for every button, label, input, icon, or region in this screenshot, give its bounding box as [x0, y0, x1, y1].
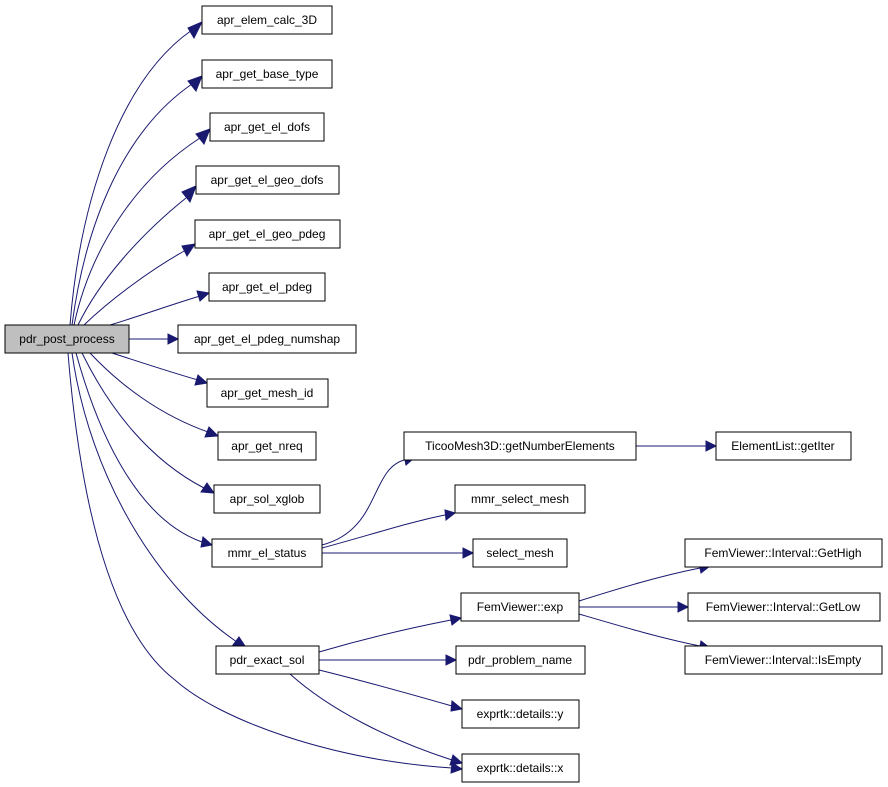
node-apr-get-mesh-id[interactable]: apr_get_mesh_id: [206, 378, 329, 408]
node-label: apr_get_el_geo_dofs: [211, 173, 324, 187]
call-edge-root-to-n1: [69, 21, 204, 326]
call-edge-n14-to-n15: [636, 440, 718, 452]
arrowhead: [187, 21, 204, 40]
arrowhead: [462, 547, 475, 559]
node-exprtk-details-x[interactable]: exprtk::details::x: [461, 753, 580, 783]
node-apr-get-el-pdeg[interactable]: apr_get_el_pdeg: [208, 272, 326, 302]
node-apr-get-el-geo-pdeg[interactable]: apr_get_el_geo_pdeg: [194, 219, 341, 249]
node-apr-get-el-dofs[interactable]: apr_get_el_dofs: [209, 112, 325, 142]
call-edge-n18-to-n20: [579, 601, 690, 613]
node-label: pdr_exact_sol: [230, 653, 305, 667]
node-label: TicooMesh3D::getNumberElements: [425, 439, 615, 453]
arrowhead: [194, 374, 209, 386]
node-pdr-post-process[interactable]: pdr_post_process: [4, 324, 130, 354]
node-label: apr_get_mesh_id: [221, 386, 314, 400]
call-edge-root-to-n9: [89, 352, 220, 438]
node-label: pdr_problem_name: [468, 653, 572, 667]
call-edge-root-to-n3: [73, 128, 211, 326]
node-femviewer-interval-isempty[interactable]: FemViewer::Interval::IsEmpty: [684, 645, 883, 675]
node-label: ElementList::getIter: [731, 439, 834, 453]
arrowhead: [445, 654, 458, 666]
call-edge-root-to-n4: [77, 185, 197, 326]
arrowhead: [232, 636, 246, 647]
call-edge-n12-to-n18: [318, 614, 463, 653]
node-label: FemViewer::Interval::IsEmpty: [705, 653, 862, 667]
node-label: apr_elem_calc_3D: [217, 13, 317, 27]
node-label: apr_sol_xglob: [230, 492, 305, 506]
call-edge-n11-to-n14: [321, 454, 416, 546]
arrowhead: [181, 243, 197, 257]
arrowhead: [181, 185, 197, 203]
node-apr-elem-calc-3d[interactable]: apr_elem_calc_3D: [201, 5, 333, 35]
arrowhead: [200, 482, 216, 494]
arrowhead: [187, 75, 203, 92]
node-label: apr_get_el_geo_pdeg: [209, 227, 326, 241]
node-label: pdr_post_process: [19, 332, 114, 346]
call-edges: [67, 21, 718, 774]
call-edge-root-to-n2: [71, 75, 203, 326]
call-edge-n11-to-n17: [322, 547, 475, 559]
node-label: mmr_el_status: [228, 546, 307, 560]
node-label: apr_get_base_type: [216, 67, 319, 81]
call-edge-root-to-n5: [83, 243, 197, 326]
arrowhead: [196, 290, 211, 302]
node-label: apr_get_nreq: [231, 439, 302, 453]
node-femviewer-exp[interactable]: FemViewer::exp: [460, 592, 580, 622]
node-ticoomesh3d-getnumberelements[interactable]: TicooMesh3D::getNumberElements: [403, 431, 637, 461]
node-select-mesh[interactable]: select_mesh: [472, 538, 568, 568]
call-edge-n12-to-n22: [319, 654, 458, 666]
call-edge-n11-to-n16: [321, 509, 457, 549]
call-edge-root-to-n7: [129, 333, 180, 345]
node-mmr-el-status[interactable]: mmr_el_status: [211, 538, 323, 568]
node-label: FemViewer::Interval::GetHigh: [704, 546, 861, 560]
node-apr-get-el-geo-dofs[interactable]: apr_get_el_geo_dofs: [195, 165, 340, 195]
node-apr-sol-xglob[interactable]: apr_sol_xglob: [213, 484, 321, 514]
arrowhead: [450, 700, 464, 712]
node-mmr-select-mesh[interactable]: mmr_select_mesh: [454, 484, 586, 514]
node-femviewer-interval-getlow[interactable]: FemViewer::Interval::GetLow: [687, 592, 881, 622]
call-edge-root-to-n6: [109, 290, 211, 326]
call-edge-n12-to-n23: [318, 669, 464, 712]
call-edge-root-to-n11: [75, 352, 214, 548]
node-femviewer-interval-gethigh[interactable]: FemViewer::Interval::GetHigh: [684, 538, 883, 568]
node-label: apr_get_el_pdeg: [222, 280, 312, 294]
node-exprtk-details-y[interactable]: exprtk::details::y: [461, 699, 580, 729]
node-label: FemViewer::Interval::GetLow: [706, 600, 861, 614]
node-pdr-problem-name[interactable]: pdr_problem_name: [455, 645, 586, 675]
node-label: apr_get_el_pdeg_numshap: [194, 332, 340, 346]
call-edge-root-to-n8: [111, 352, 209, 386]
node-label: mmr_select_mesh: [471, 492, 569, 506]
arrowhead: [449, 614, 463, 626]
arrowhead: [200, 536, 214, 548]
call-edge-root-to-n13: [67, 352, 464, 774]
arrowhead: [677, 601, 690, 613]
node-pdr-exact-sol[interactable]: pdr_exact_sol: [215, 645, 320, 675]
arrowhead: [195, 128, 211, 145]
node-elementlist-getiter[interactable]: ElementList::getIter: [715, 431, 852, 461]
node-apr-get-el-pdeg-numshap[interactable]: apr_get_el_pdeg_numshap: [177, 324, 357, 354]
node-label: select_mesh: [486, 546, 553, 560]
node-apr-get-base-type[interactable]: apr_get_base_type: [201, 59, 333, 89]
node-label: exprtk::details::x: [477, 761, 564, 775]
arrowhead: [450, 762, 464, 774]
node-label: exprtk::details::y: [477, 707, 564, 721]
arrowhead: [204, 426, 220, 438]
call-edge-root-to-n10: [81, 352, 216, 494]
node-label: apr_get_el_dofs: [224, 120, 310, 134]
node-label: FemViewer::exp: [477, 600, 564, 614]
arrowhead: [444, 509, 457, 521]
arrowhead: [705, 440, 718, 452]
node-apr-get-nreq[interactable]: apr_get_nreq: [217, 431, 317, 461]
arrowhead: [449, 754, 464, 766]
call-edge-n12-to-n13: [289, 673, 464, 766]
arrowhead: [167, 333, 180, 345]
